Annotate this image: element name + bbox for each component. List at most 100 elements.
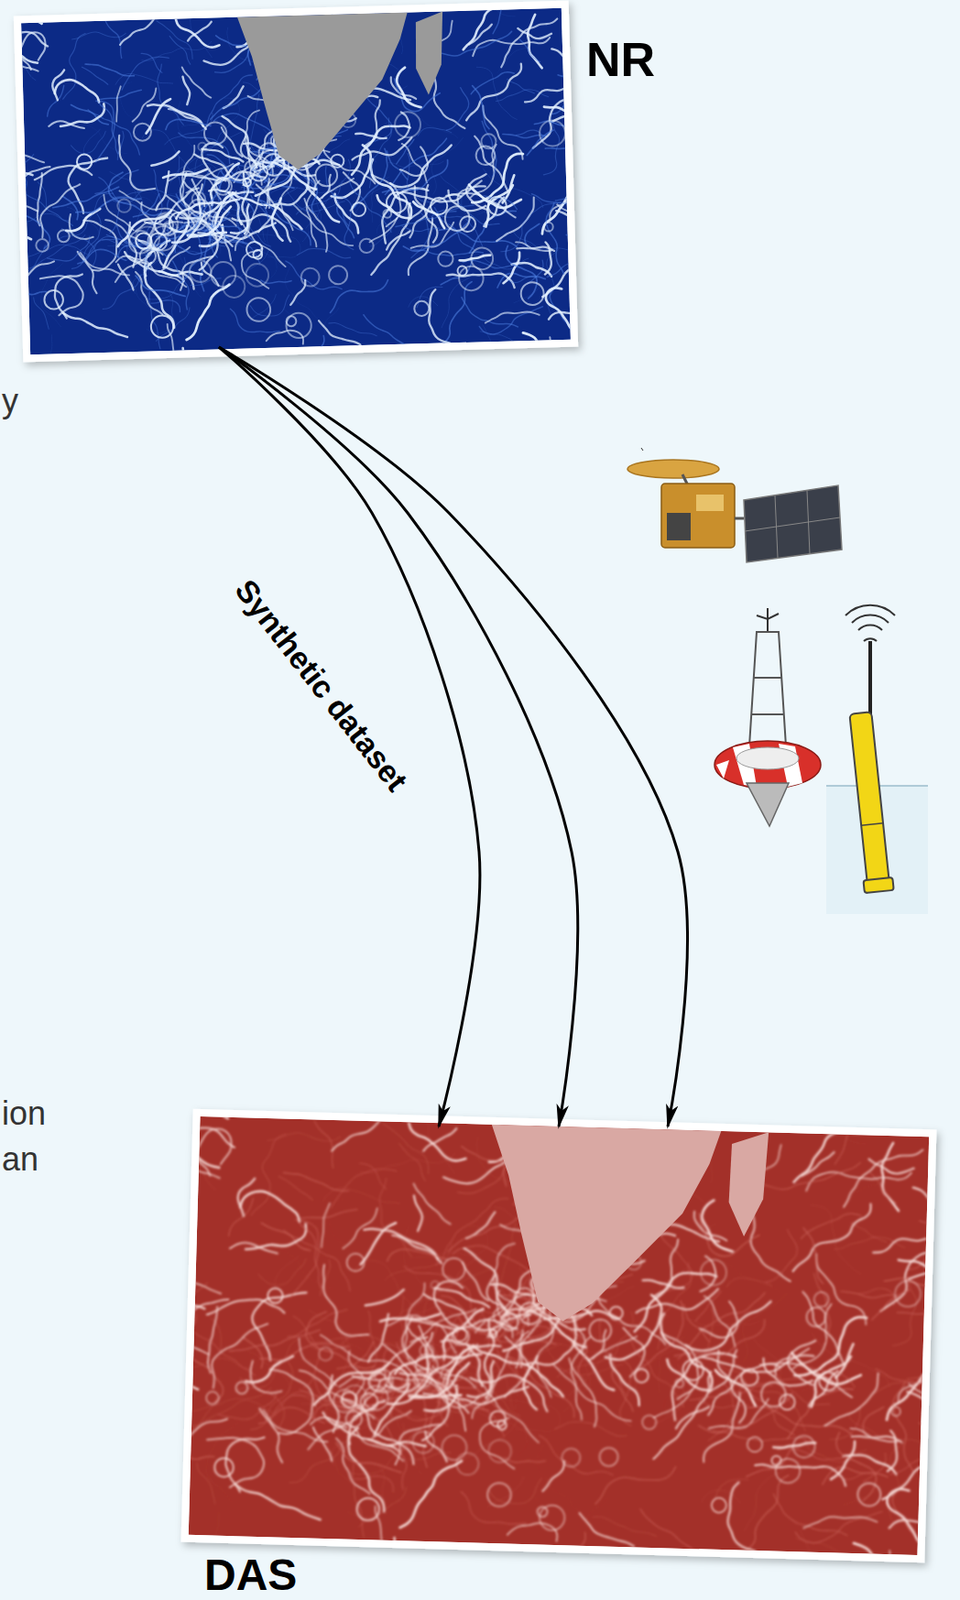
current-filament	[83, 129, 101, 153]
text-fragment: y	[1, 384, 19, 418]
text-fragment: an	[1, 1143, 39, 1177]
current-filament	[546, 261, 571, 277]
current-filament	[103, 194, 134, 231]
current-filament	[141, 53, 163, 74]
eddy	[169, 212, 190, 233]
eddy	[35, 239, 49, 252]
current-filament	[439, 260, 474, 285]
current-filament	[464, 64, 523, 121]
solar-panel	[743, 485, 842, 563]
current-filament	[328, 321, 378, 338]
current-filament	[516, 246, 555, 252]
eddy	[328, 265, 349, 285]
float-hull	[849, 711, 890, 887]
eddy	[214, 176, 233, 196]
eddy	[163, 220, 178, 236]
current-filament	[159, 270, 203, 276]
satellite-icon	[627, 447, 842, 563]
current-filament	[305, 180, 345, 229]
current-filament	[396, 66, 422, 109]
eddy	[459, 216, 476, 232]
current-filament	[151, 151, 180, 165]
current-filament	[70, 130, 107, 154]
current-filament	[98, 100, 119, 155]
current-filament	[540, 184, 571, 235]
float-ring	[714, 741, 821, 789]
ring-stripe	[716, 760, 730, 779]
current-filament	[461, 8, 521, 50]
current-filament	[39, 263, 65, 328]
current-filament	[169, 124, 233, 183]
eddy-field	[188, 1116, 929, 1556]
instrument	[696, 494, 724, 512]
current-filament	[388, 161, 444, 168]
photo-panel: NR	[25, 15, 567, 348]
current-filament	[181, 348, 185, 355]
wind-vane	[756, 613, 779, 620]
current-filament	[143, 169, 164, 236]
current-filament	[63, 311, 128, 339]
photo-frame	[13, 0, 579, 363]
current-filament	[484, 311, 539, 323]
ocean	[21, 8, 571, 355]
current-filament	[171, 202, 223, 243]
current-filament	[54, 78, 99, 104]
panel-arm	[734, 517, 744, 521]
current-filament	[495, 196, 535, 241]
current-filament	[296, 247, 351, 260]
current-filament	[466, 174, 488, 210]
current-filament	[550, 73, 571, 122]
text-fragment: ion	[1, 1097, 46, 1131]
eddy	[445, 206, 470, 231]
nr-photo	[0, 0, 644, 394]
current-filament	[21, 261, 55, 301]
flow-arrow	[218, 347, 480, 1127]
eddy	[315, 163, 338, 186]
buoy-icon	[714, 608, 821, 827]
current-filament	[235, 172, 253, 243]
current-filament	[185, 11, 212, 59]
eddy	[245, 263, 269, 287]
current-filament	[308, 336, 327, 356]
current-filament	[482, 324, 522, 355]
ocean-map	[21, 8, 571, 355]
current-filament	[363, 313, 408, 349]
antenna	[868, 641, 873, 715]
current-filament	[545, 287, 571, 335]
current-filament	[21, 245, 46, 278]
current-filament	[472, 85, 490, 130]
current-filament	[499, 202, 562, 252]
eddy	[480, 133, 496, 149]
current-filament	[482, 104, 523, 161]
current-filament	[156, 63, 184, 126]
current-filament	[183, 76, 191, 106]
ocean	[188, 1116, 929, 1556]
panel-label: DAS	[204, 1553, 297, 1598]
eddy	[210, 261, 237, 288]
current-filament	[402, 225, 439, 232]
current-filament	[54, 274, 84, 319]
float-body	[845, 711, 894, 894]
current-filament	[59, 103, 105, 126]
signal-wave	[863, 638, 877, 642]
current-filament	[368, 198, 393, 247]
eddy	[204, 121, 228, 145]
float-icon	[826, 605, 928, 915]
current-filament	[355, 132, 386, 140]
current-filament	[169, 293, 175, 322]
current-filament	[21, 269, 46, 296]
current-filament	[440, 272, 475, 328]
current-filament	[186, 21, 212, 42]
current-filament	[163, 169, 208, 178]
current-filament	[545, 203, 565, 275]
das-photo	[123, 1050, 960, 1600]
current-filament	[501, 47, 527, 66]
current-filament	[105, 21, 121, 59]
eddy	[57, 229, 70, 242]
current-filament	[502, 251, 521, 284]
current-filament	[350, 125, 412, 175]
eddy	[246, 241, 263, 259]
current-filament	[445, 87, 470, 131]
